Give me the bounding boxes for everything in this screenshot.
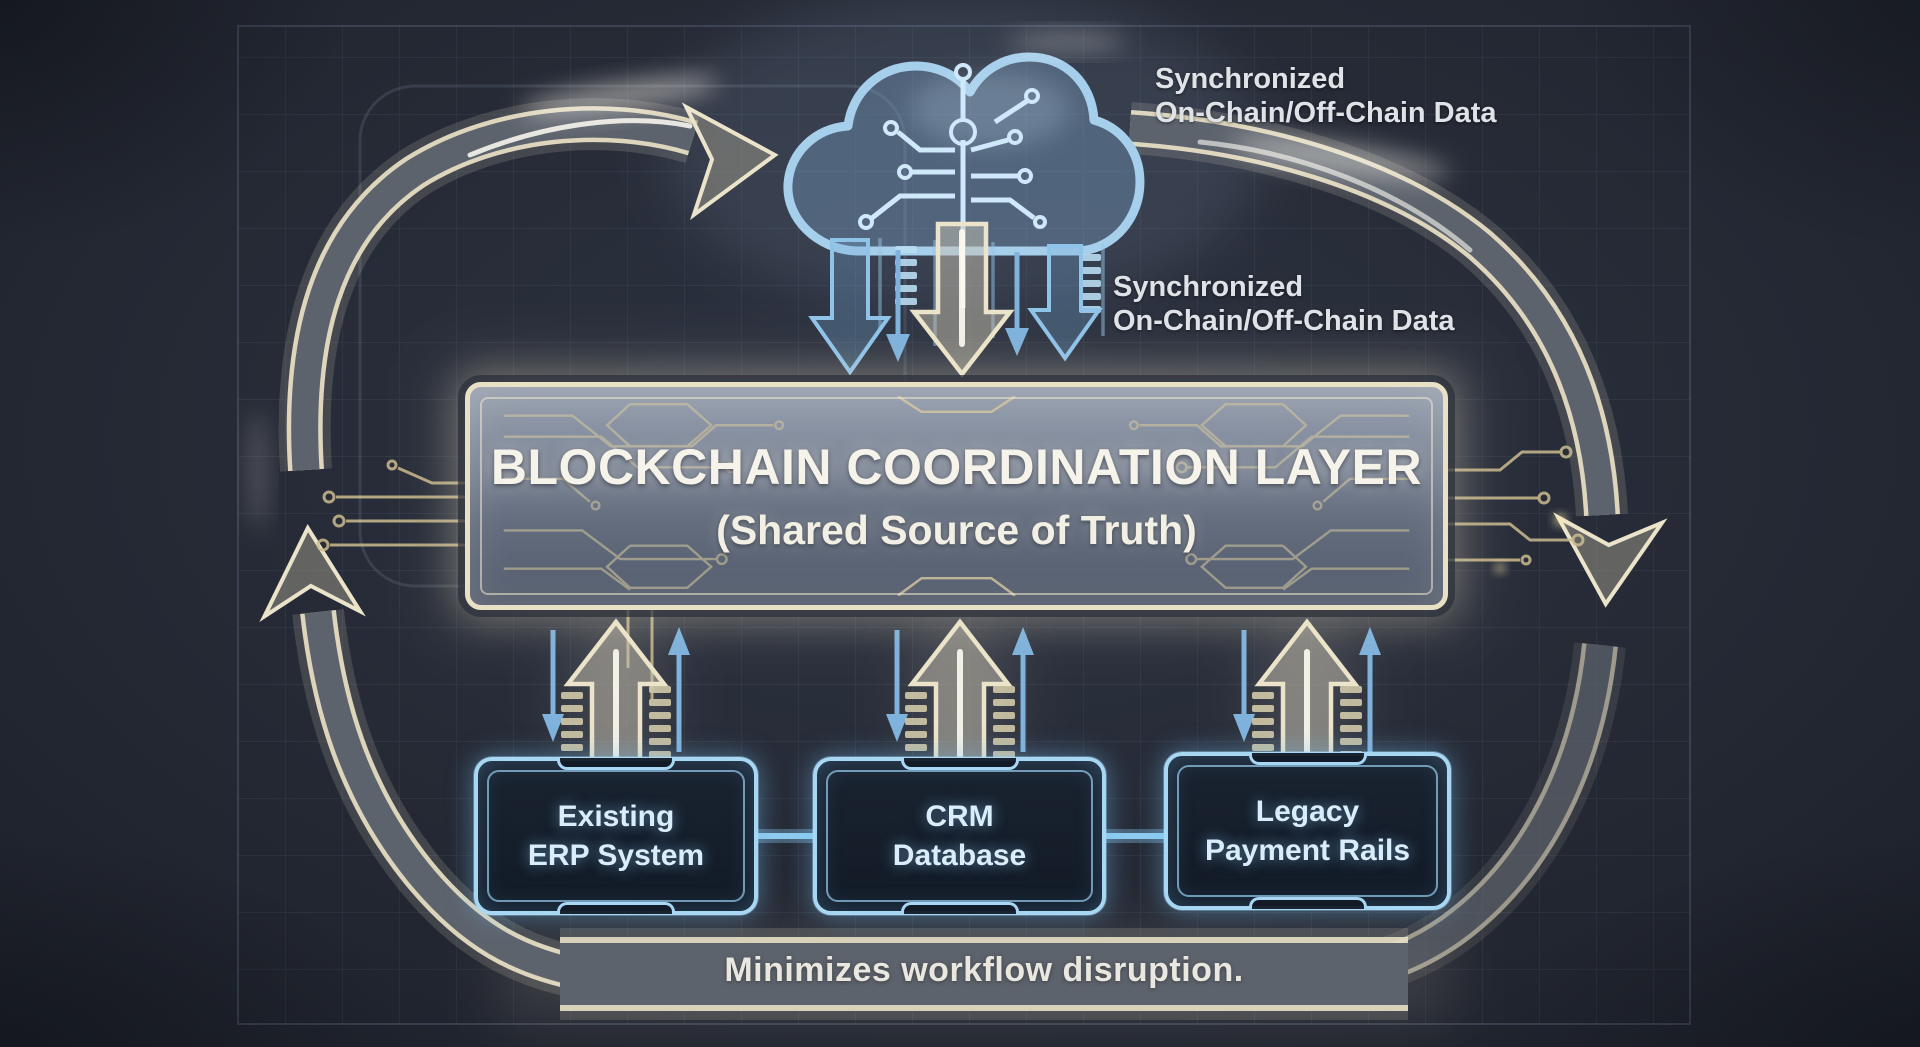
- arrowhead-up-left-side: [259, 523, 366, 623]
- arrowhead-right-to-cloud: [681, 102, 779, 221]
- panel-subtitle: (Shared Source of Truth): [716, 507, 1197, 553]
- loop-segment-top-left: [286, 106, 699, 472]
- panel-notch: [557, 758, 675, 770]
- system-box-legacy-payment-rails: Legacy Payment Rails: [1164, 752, 1451, 910]
- cloud-circuit-icon: [783, 52, 1145, 308]
- sync-label-line: On-Chain/Off-Chain Data: [1155, 97, 1497, 129]
- sync-label-line: On-Chain/Off-Chain Data: [1113, 305, 1455, 337]
- sync-arrows-cloud-to-layer: [808, 224, 1105, 374]
- panel-title: BLOCKCHAIN COORDINATION LAYER: [490, 439, 1423, 495]
- sync-label-line: Synchronized: [1113, 271, 1304, 303]
- light-flares: [250, 34, 1449, 530]
- panel-notch: [900, 758, 1019, 770]
- panel-notch: [1248, 753, 1367, 765]
- sync-label-line: Synchronized: [1155, 63, 1346, 95]
- system-box-label: Database: [892, 839, 1027, 872]
- system-box-crm-database: CRM Database: [813, 757, 1106, 915]
- footer-caption: Minimizes workflow disruption.: [724, 951, 1244, 989]
- sync-label-middle: Synchronized On-Chain/Off-Chain Data: [1113, 270, 1455, 338]
- system-box-label: ERP System: [527, 839, 705, 872]
- system-box-existing-erp: Existing ERP System: [474, 757, 758, 915]
- loop-segment-left-rise: [300, 609, 589, 992]
- panel-notch: [1248, 897, 1367, 909]
- blockchain-coordination-layer-panel: BLOCKCHAIN COORDINATION LAYER (Shared So…: [465, 382, 1448, 610]
- system-box-label: CRM: [925, 800, 994, 833]
- system-box-label: Legacy: [1255, 795, 1360, 828]
- sync-label-top: Synchronized On-Chain/Off-Chain Data: [1155, 62, 1497, 130]
- system-box-label: Existing: [557, 800, 675, 833]
- panel-notch: [557, 902, 675, 914]
- panel-notch: [900, 902, 1019, 914]
- system-box-label: Payment Rails: [1204, 834, 1411, 867]
